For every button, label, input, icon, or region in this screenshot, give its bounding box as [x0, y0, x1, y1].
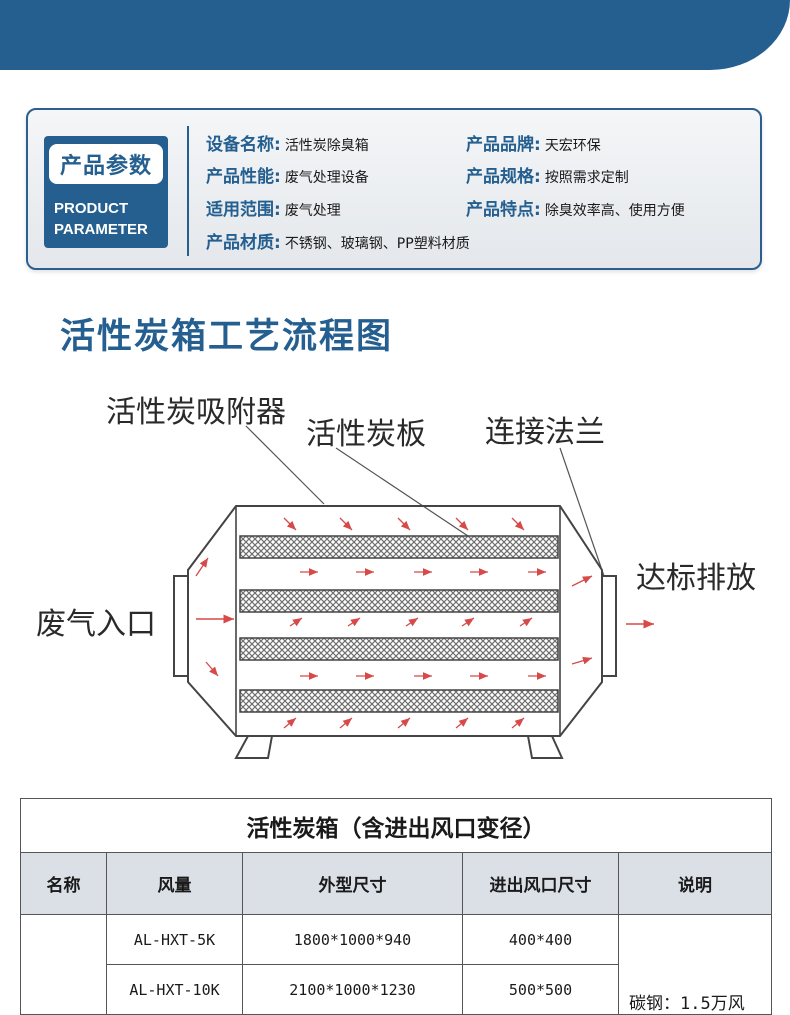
param-performance: 产品性能: 废气处理设备: [206, 162, 369, 188]
leg-left: [234, 735, 273, 759]
param-key: 产品性能:: [206, 167, 281, 187]
leader-carbon-plate: [335, 447, 469, 537]
param-value: 除臭效率高、使用方便: [544, 203, 685, 219]
leader-flange: [559, 447, 605, 577]
leg-right: [527, 735, 564, 759]
leader-adsorber: [245, 425, 325, 505]
param-features: 产品特点: 除臭效率高、使用方便: [466, 195, 685, 221]
label-adsorber: 活性炭吸附器: [106, 395, 286, 430]
internal-flow-arrows: [195, 517, 593, 729]
param-key: 产品品牌:: [466, 135, 541, 155]
carbon-plate-3: [239, 637, 559, 661]
param-divider: [187, 126, 189, 256]
note-cell: 碳钢：1.5万风: [618, 914, 772, 1015]
product-parameter-card: 产品参数 PRODUCT PARAMETER 设备名称: 活性炭除臭箱 产品品牌…: [26, 108, 762, 270]
badge-title-en: PRODUCT PARAMETER: [54, 198, 168, 240]
carbon-plate-4: [239, 689, 559, 713]
param-key: 产品特点:: [466, 200, 541, 220]
size-cell: 1800*1000*940: [242, 914, 463, 965]
banner-text: [300, 0, 490, 6]
badge-en-line1: PRODUCT: [54, 200, 129, 217]
top-banner: [0, 0, 790, 70]
header-port-size: 进出风口尺寸: [462, 852, 619, 915]
process-flow-diagram: 活性炭吸附器 活性炭板 连接法兰 废气入口 达标排放: [0, 380, 790, 780]
param-brand: 产品品牌: 天宏环保: [466, 130, 601, 156]
label-flange: 连接法兰: [485, 415, 605, 450]
spec-table: 活性炭箱（含进出风口变径） 名称 风量 外型尺寸 进出风口尺寸 说明 AL-HX…: [20, 798, 772, 1015]
header-name: 名称: [20, 852, 107, 915]
param-key: 适用范围:: [206, 200, 281, 220]
table-title-row: 活性炭箱（含进出风口变径）: [20, 798, 772, 853]
badge-en-line2: PARAMETER: [54, 221, 148, 238]
size-cell: 2100*1000*1230: [242, 964, 463, 1015]
table-row: AL-HXT-5K 1800*1000*940 400*400 碳钢：1.5万风: [20, 914, 772, 1015]
diagram-svg: 活性炭吸附器 活性炭板 连接法兰 废气入口 达标排放: [36, 395, 756, 759]
param-material: 产品材质: 不锈钢、玻璃钢、PP塑料材质: [206, 228, 470, 254]
param-key: 产品材质:: [206, 233, 281, 253]
param-key: 设备名称:: [206, 135, 281, 155]
parameter-badge: 产品参数 PRODUCT PARAMETER: [44, 136, 168, 248]
model-cell: AL-HXT-10K: [106, 964, 243, 1015]
badge-title-cn: 产品参数: [49, 144, 163, 184]
header-dimensions: 外型尺寸: [242, 852, 463, 915]
param-device-name: 设备名称: 活性炭除臭箱: [206, 130, 369, 156]
section-title: 活性炭箱工艺流程图: [60, 317, 394, 357]
label-inlet: 废气入口: [36, 607, 156, 642]
carbon-plate-2: [239, 589, 559, 613]
param-value: 不锈钢、玻璃钢、PP塑料材质: [284, 236, 470, 252]
model-cell: AL-HXT-5K: [106, 914, 243, 965]
header-notes: 说明: [618, 852, 772, 915]
table-title: 活性炭箱（含进出风口变径）: [20, 798, 772, 853]
param-value: 废气处理设备: [284, 170, 369, 186]
inlet-flange: [173, 575, 189, 677]
name-cell: [20, 914, 107, 1015]
param-value: 活性炭除臭箱: [284, 138, 369, 154]
param-key: 产品规格:: [466, 167, 541, 187]
param-spec: 产品规格: 按照需求定制: [466, 162, 629, 188]
port-cell: 500*500: [462, 964, 619, 1015]
label-outlet: 达标排放: [636, 561, 756, 596]
param-value: 天宏环保: [544, 138, 601, 154]
label-carbon-plate: 活性炭板: [306, 417, 426, 452]
param-scope: 适用范围: 废气处理: [206, 195, 341, 221]
header-airflow: 风量: [106, 852, 243, 915]
param-value: 按照需求定制: [544, 170, 629, 186]
table-header-row: 名称 风量 外型尺寸 进出风口尺寸 说明: [20, 852, 772, 915]
outlet-flange: [601, 575, 617, 677]
port-cell: 400*400: [462, 914, 619, 965]
param-value: 废气处理: [284, 203, 341, 219]
carbon-plate-1: [239, 535, 559, 559]
